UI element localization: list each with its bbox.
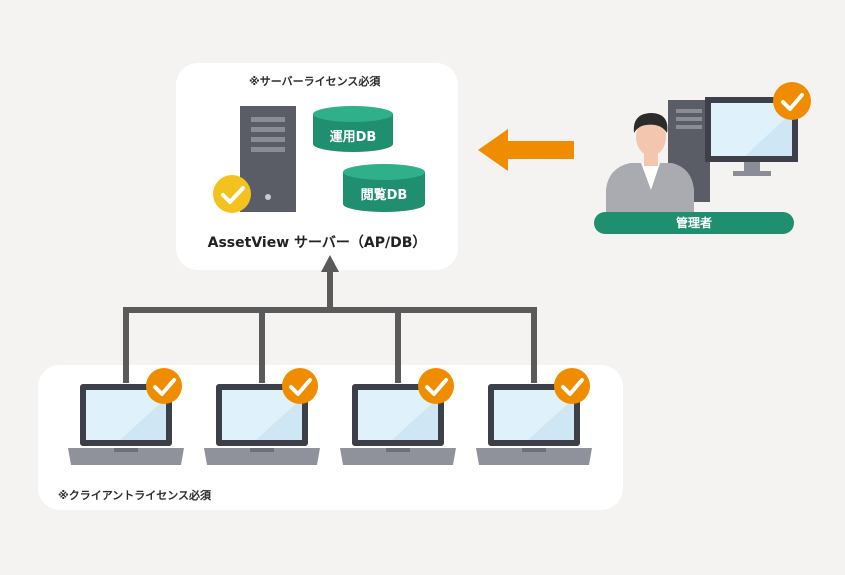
check-icon xyxy=(213,175,251,213)
server-title: AssetView サーバー（AP/DB） xyxy=(207,235,427,251)
database-icon xyxy=(343,164,425,212)
connector-lines xyxy=(123,270,537,383)
check-icon xyxy=(773,82,811,120)
laptop-group xyxy=(68,368,592,465)
database-icon xyxy=(313,106,393,152)
client-license-note: ※クライアントライセンス必須 xyxy=(58,489,212,502)
admin-label: 管理者 xyxy=(594,212,794,234)
db-ops-label: 運用DB xyxy=(329,130,377,145)
laptop-icon xyxy=(68,384,184,465)
check-icon xyxy=(554,368,590,404)
laptop-icon xyxy=(204,384,320,465)
check-icon xyxy=(418,368,454,404)
arrow-up-icon xyxy=(321,255,339,272)
check-icon xyxy=(146,368,182,404)
server-license-note: ※サーバーライセンス必須 xyxy=(249,75,381,88)
arrow-left-icon xyxy=(478,129,574,171)
db-view-label: 閲覧DB xyxy=(360,188,408,203)
laptop-icon xyxy=(340,384,456,465)
check-icon xyxy=(282,368,318,404)
laptop-icon xyxy=(476,384,592,465)
person-icon xyxy=(606,113,694,212)
